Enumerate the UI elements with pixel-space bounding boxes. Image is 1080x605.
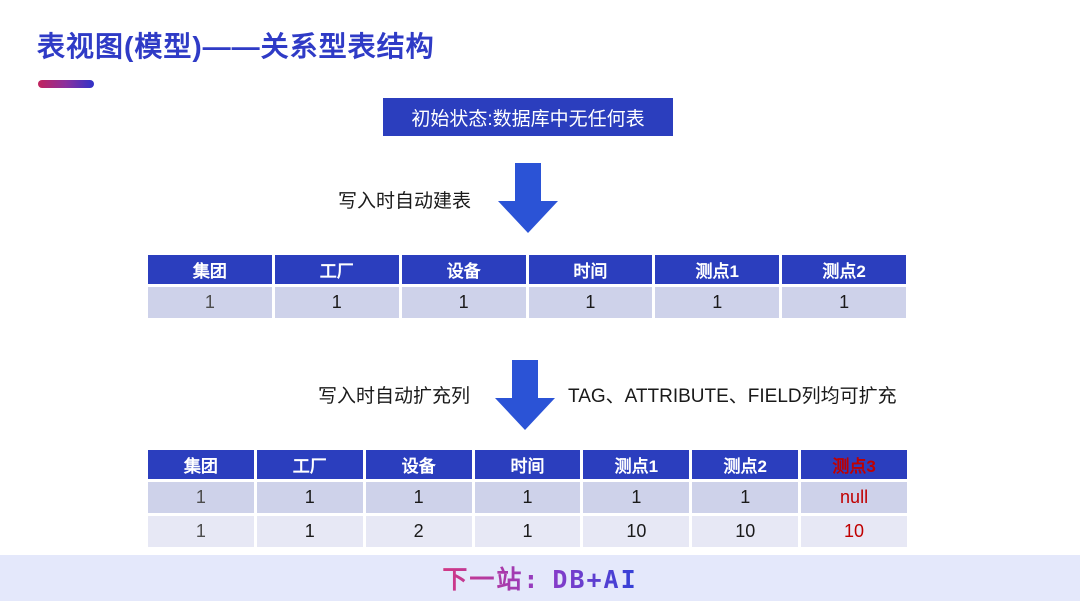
table-cell: 1	[655, 287, 780, 318]
column-header: 测点1	[655, 255, 780, 284]
table-cell: 1	[782, 287, 906, 318]
table-cell: 10	[583, 516, 690, 547]
table-cell: 1	[474, 482, 581, 513]
step2-label: 写入时自动扩充列	[318, 386, 471, 407]
page-title: 表视图(模型)——关系型表结构	[37, 31, 435, 62]
table-cell: 1	[148, 482, 254, 513]
column-header: 设备	[401, 255, 526, 284]
table-cell: 10	[801, 516, 907, 547]
footer-bar: 下一站: DB+AI	[0, 555, 1080, 601]
table-cell: 1	[274, 287, 399, 318]
table-cell: 1	[256, 482, 363, 513]
step2-note: TAG、ATTRIBUTE、FIELD列均可扩充	[568, 386, 897, 407]
table-cell: 1	[148, 287, 272, 318]
column-header: 设备	[365, 450, 472, 479]
table-cell: 1	[148, 516, 254, 547]
column-header: 集团	[148, 255, 272, 284]
table-cell: 1	[401, 287, 526, 318]
footer-text: 下一站: DB+AI	[442, 560, 637, 596]
column-header: 时间	[528, 255, 653, 284]
status-banner: 初始状态:数据库中无任何表	[383, 98, 673, 136]
column-header: 测点2	[782, 255, 906, 284]
table-cell: 10	[692, 516, 799, 547]
column-header: 时间	[474, 450, 581, 479]
table-cell: 1	[365, 482, 472, 513]
down-arrow-icon	[498, 163, 558, 233]
table-cell: 1	[474, 516, 581, 547]
column-header: 工厂	[274, 255, 399, 284]
table-cell: 1	[528, 287, 653, 318]
table-cell: 1	[692, 482, 799, 513]
table-cell: 1	[583, 482, 690, 513]
footer-highlight: DB+AI	[552, 565, 638, 594]
step1-label: 写入时自动建表	[338, 191, 472, 212]
column-header: 工厂	[256, 450, 363, 479]
title-accent-underline	[38, 80, 94, 88]
footer-prefix: 下一站:	[442, 565, 541, 594]
down-arrow-icon	[495, 360, 555, 430]
table-cell: 1	[256, 516, 363, 547]
table-cell: 2	[365, 516, 472, 547]
column-header: 测点2	[692, 450, 799, 479]
column-header: 测点1	[583, 450, 690, 479]
column-header: 测点3	[801, 450, 907, 479]
table-cell: null	[801, 482, 907, 513]
column-header: 集团	[148, 450, 254, 479]
